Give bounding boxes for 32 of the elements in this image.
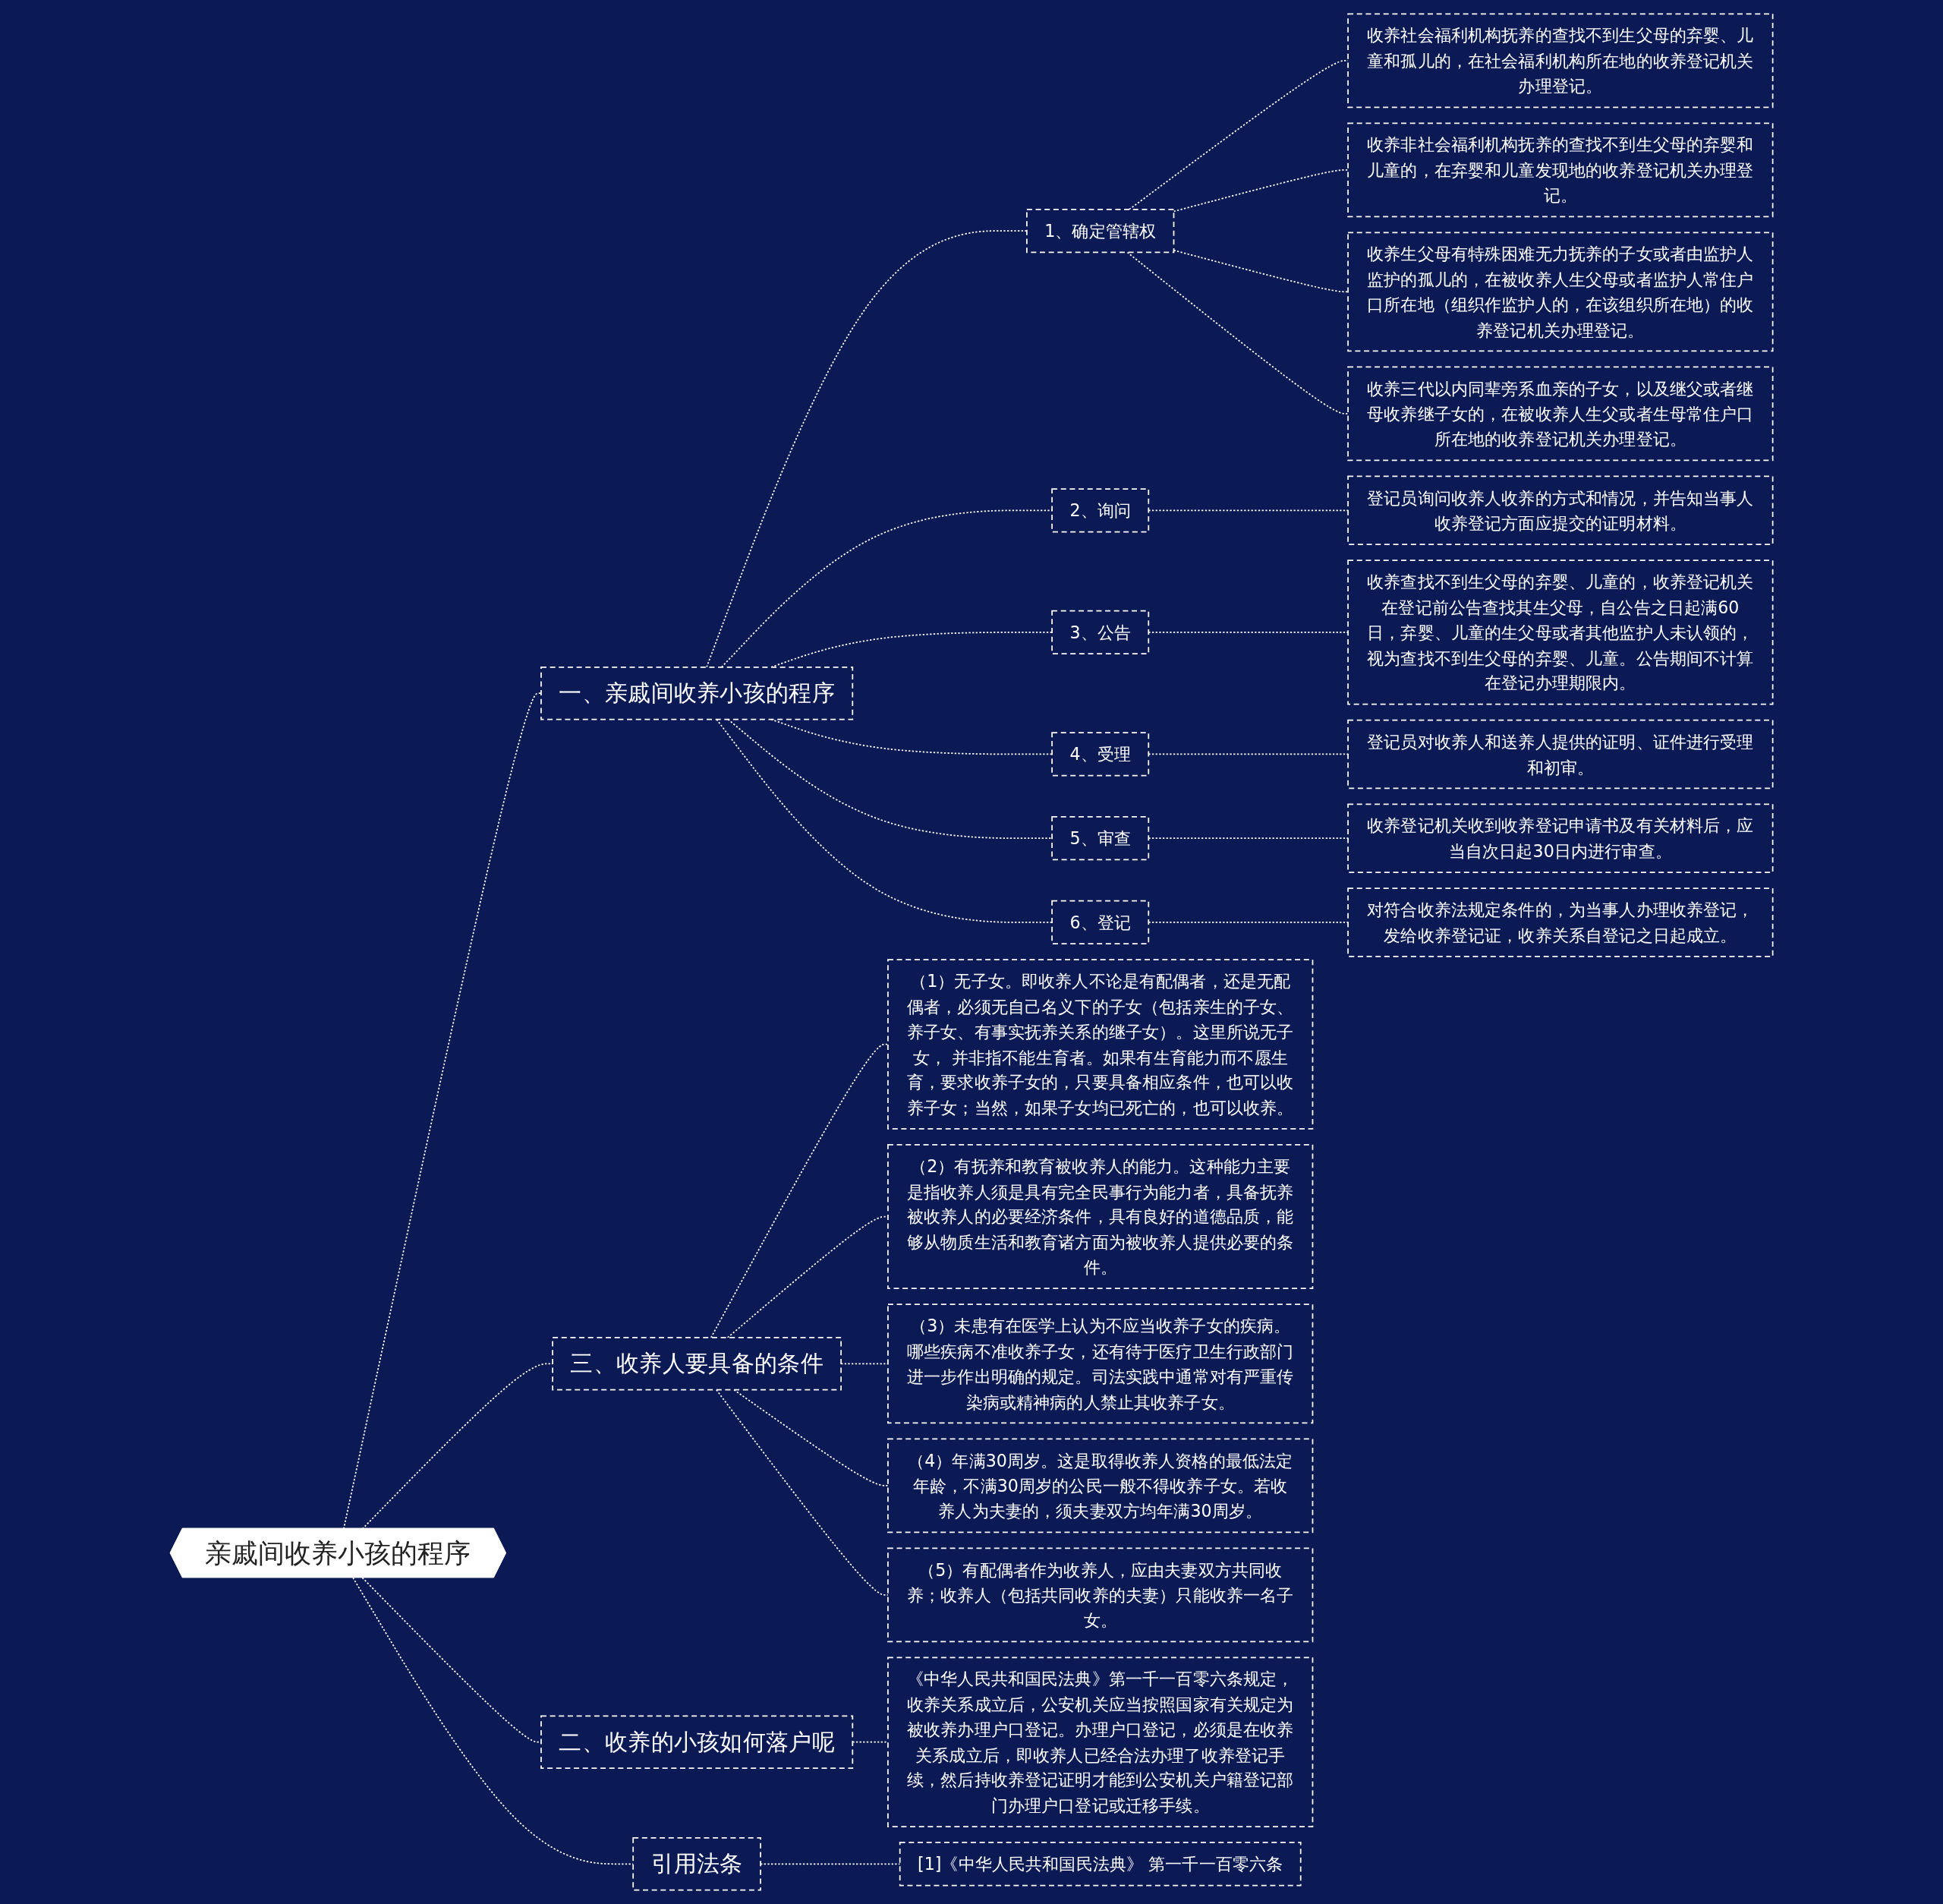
node-box: 收养查找不到生父母的弃婴、儿童的，收养登记机关在登记前公告查找其生父母，自公告之日起满60日，弃婴、儿童的生父母或者其他监护人未认领的，视为查找不到生父母的弃婴、儿童。公告期间不计算在登记办理期限内。 <box>1347 560 1774 705</box>
node-box: 6、登记 <box>1051 900 1150 945</box>
node-box: （5）有配偶者作为收养人，应由夫妻双方共同收养；收养人（包括共同收养的夫妻）只能收养一名子女。 <box>887 1547 1314 1643</box>
node-box: 对符合收养法规定条件的，为当事人办理收养登记，发给收养登记证，收养关系自登记之日起成立。 <box>1347 887 1774 957</box>
node-box: 2、询问 <box>1051 488 1150 533</box>
node-box: 收养社会福利机构抚养的查找不到生父母的弃婴、儿童和孤儿的，在社会福利机构所在地的收养登记机关办理登记。 <box>1347 13 1774 109</box>
connector <box>720 509 1053 668</box>
node-box: 引用法条 <box>632 1837 761 1891</box>
node-box: （4）年满30周岁。这是取得收养人资格的最低法定年龄，不满30周岁的公民一般不得收养子女。若收养人为夫妻的，须夫妻双方均年满30周岁。 <box>887 1438 1314 1534</box>
connector <box>770 718 1053 755</box>
node-box: 登记员对收养人和送养人提供的证明、证件进行受理和初审。 <box>1347 719 1774 790</box>
connector <box>1126 251 1349 415</box>
node-box: （2）有抚养和教育被收养人的能力。这种能力主要是指收养人须是具有完全民事行为能力者，具备抚养被收养人的必要经济条件，具有良好的道德品质，能够从物质生活和教育诸方面为被收养人提供必要的条件。 <box>887 1143 1314 1290</box>
node-box: 4、受理 <box>1051 732 1150 777</box>
node-box: 1、确定管辖权 <box>1026 208 1175 254</box>
node-box: [1]《中华人民共和国民法典》 第一千一百零六条 <box>899 1842 1302 1887</box>
node-box: 三、收养人要具备的条件 <box>552 1337 842 1391</box>
node-box: 二、收养的小孩如何落户呢 <box>540 1715 854 1769</box>
node-box: 收养非社会福利机构抚养的查找不到生父母的弃婴和儿童的，在弃婴和儿童发现地的收养登记机关办理登记。 <box>1347 122 1774 218</box>
node-box: 《中华人民共和国民法典》第一千一百零六条规定，收养关系成立后，公安机关应当按照国家有关规定为被收养办理户口登记。办理户口登记，必须是在收养关系成立后，即收养人已经合法办理了收养登记手续，然后持收养登记证明才能到公安机关户籍登记部门办理户口登记或迁移手续。 <box>887 1657 1314 1827</box>
node-box: 3、公告 <box>1051 610 1150 655</box>
node-box: （3）未患有在医学上认为不应当收养子女的疾病。哪些疾病不准收养子女，还有待于医疗卫生行政部门进一步作出明确的规定。司法实践中通常对有严重传染病或精神病的人禁止其收养子女。 <box>887 1303 1314 1424</box>
node-box: 一、亲戚间收养小孩的程序 <box>540 666 854 720</box>
node-box: 收养登记机关收到收养登记申请书及有关材料后，应当自次日起30日内进行审查。 <box>1347 803 1774 873</box>
node-box: 5、审查 <box>1051 816 1150 861</box>
node-box: 收养三代以内同辈旁系血亲的子女，以及继父或者继母收养继子女的，在被收养人生父或者生母常住户口所在地的收养登记机关办理登记。 <box>1347 366 1774 462</box>
node-box: 登记员询问收养人收养的方式和情况，并告知当事人收养登记方面应提交的证明材料。 <box>1347 475 1774 546</box>
connector <box>727 718 1053 840</box>
node-box: （1）无子女。即收养人不论是有配偶者，还是无配偶者，必须无自己名义下的子女（包括亲生的子女、养子女、有事实抚养关系的继子女）。这里所说无子女， 并非指不能生育者。如果有生育能力而不愿生育，要求收养子女的，只要具备相应条件，也可以收养子女；当然，如果子女均已死亡的，也可以收养。 <box>887 959 1314 1130</box>
connector <box>1173 249 1349 293</box>
connector <box>716 718 1053 923</box>
node-box: 收养生父母有特殊困难无力抚养的子女或者由监护人监护的孤儿的，在被收养人生父母或者监护人常住户口所在地（组织作监护人的，在该组织所在地）的收养登记机关办理登记。 <box>1347 232 1774 352</box>
